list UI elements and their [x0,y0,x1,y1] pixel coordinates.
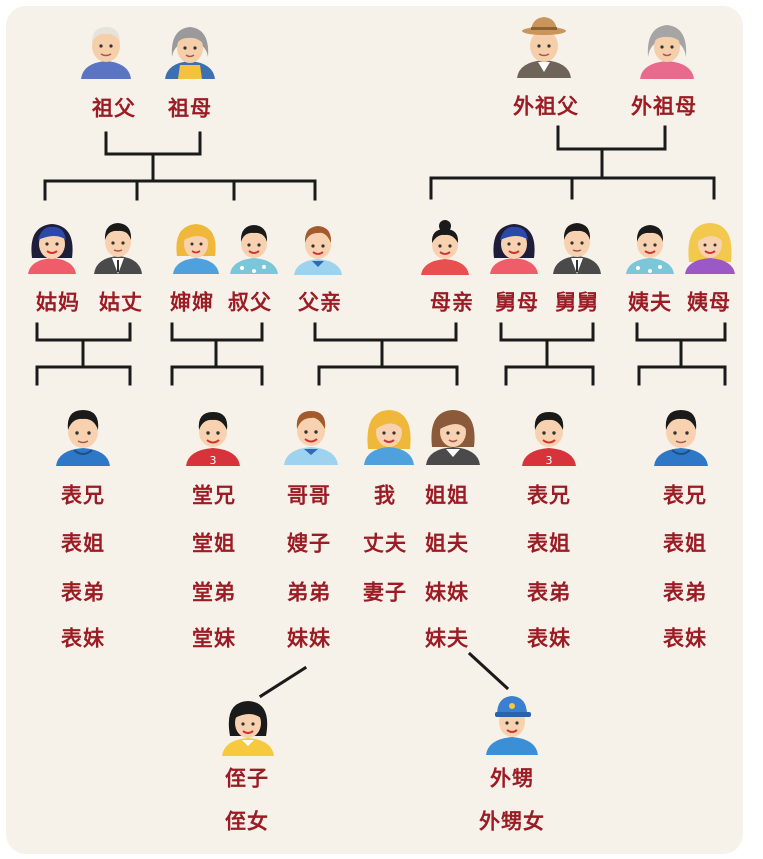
svg-text:3: 3 [546,454,553,467]
label-sister-husband: 姐夫 [425,530,469,556]
elder-brother-avatar [284,411,338,465]
connector-aunt-family [35,322,132,386]
maternal-grandmother-avatar [640,25,694,79]
label-younger-brother: 弟弟 [287,579,331,605]
label-maternal-grandfather: 外祖父 [513,93,579,119]
connector-maternal-uncle-family [499,322,595,386]
label-maternal-aunt: 姨母 [687,289,731,315]
paternal-uncle-cousin-avatar: 3 [186,412,240,467]
label-cousin: 堂妹 [192,625,236,651]
label-cousin: 堂兄 [192,482,236,508]
label-cousin: 堂姐 [192,530,236,556]
paternal-uncle-avatar [230,225,278,274]
label-paternal-aunt: 姑妈 [36,289,80,315]
grandmother-avatar [165,27,215,79]
label-younger-sister-husband: 妹夫 [425,625,469,651]
maternal-uncle-cousin-avatar: 3 [522,412,576,467]
svg-text:3: 3 [210,454,217,467]
uncle-wife-avatar [173,224,219,274]
label-cousin: 表妹 [527,625,571,651]
label-uncle-wife: 婶婶 [170,289,214,315]
label-cousin: 表妹 [61,625,105,651]
connector-brother-children [258,665,308,699]
paternal-aunt-avatar [28,224,76,274]
maternal-aunt-husband-avatar [626,225,674,274]
label-cousin: 堂弟 [192,579,236,605]
label-sister-son: 外甥 [490,765,534,791]
connector-parents [313,322,459,386]
niece-avatar [222,701,274,756]
maternal-uncle-wife-avatar [490,224,538,274]
label-cousin: 表姐 [61,530,105,556]
me-avatar [364,410,414,465]
label-sister-in-law: 嫂子 [287,530,331,556]
label-cousin: 表妹 [663,625,707,651]
maternal-grandfather-avatar [517,17,571,78]
label-cousin: 表姐 [527,530,571,556]
label-maternal-uncle: 舅舅 [555,289,599,315]
father-avatar [294,226,342,275]
label-niece: 侄女 [225,808,269,834]
label-mother: 母亲 [430,289,474,315]
paternal-cousin-avatar [56,410,110,466]
connector-grandparents [43,131,317,201]
label-grandmother: 祖母 [168,95,212,121]
label-younger-sister-2: 妹妹 [425,579,469,605]
label-me: 我 [374,482,396,508]
label-maternal-uncle-wife: 舅母 [495,289,539,315]
label-elder-brother: 哥哥 [287,482,331,508]
connector-maternal-grandparents [429,125,716,200]
label-cousin: 表兄 [527,482,571,508]
label-cousin: 表兄 [61,482,105,508]
sister-son-avatar [486,696,538,755]
label-paternal-uncle: 叔父 [228,289,272,315]
label-grandfather: 祖父 [92,95,136,121]
connector-maternal-aunt-family [635,322,727,386]
label-nephew: 侄子 [225,765,269,791]
label-husband: 丈夫 [363,530,407,556]
label-maternal-grandmother: 外祖母 [631,93,697,119]
elder-sister-avatar [426,410,480,465]
connector-lines [35,125,727,699]
label-sister-daughter: 外甥女 [479,808,545,834]
grandfather-avatar [81,27,131,79]
label-paternal-aunt-husband: 姑丈 [99,289,143,315]
maternal-aunt-avatar [685,223,735,274]
label-cousin: 表弟 [61,579,105,605]
label-maternal-aunt-husband: 姨夫 [628,289,672,315]
connector-uncle-family [170,322,264,386]
label-elder-sister: 姐姐 [425,482,469,508]
maternal-aunt-cousin-avatar [654,410,708,466]
maternal-uncle-avatar [553,223,601,274]
label-wife: 妻子 [363,579,407,605]
label-cousin: 表弟 [663,579,707,605]
label-younger-sister: 妹妹 [287,625,331,651]
label-father: 父亲 [298,289,342,315]
family-tree-card: 3 3 [6,6,743,854]
label-cousin: 表姐 [663,530,707,556]
mother-avatar [421,220,469,275]
paternal-aunt-husband-avatar [94,223,142,274]
connector-sister-children [467,651,510,691]
label-cousin: 表弟 [527,579,571,605]
label-cousin: 表兄 [663,482,707,508]
